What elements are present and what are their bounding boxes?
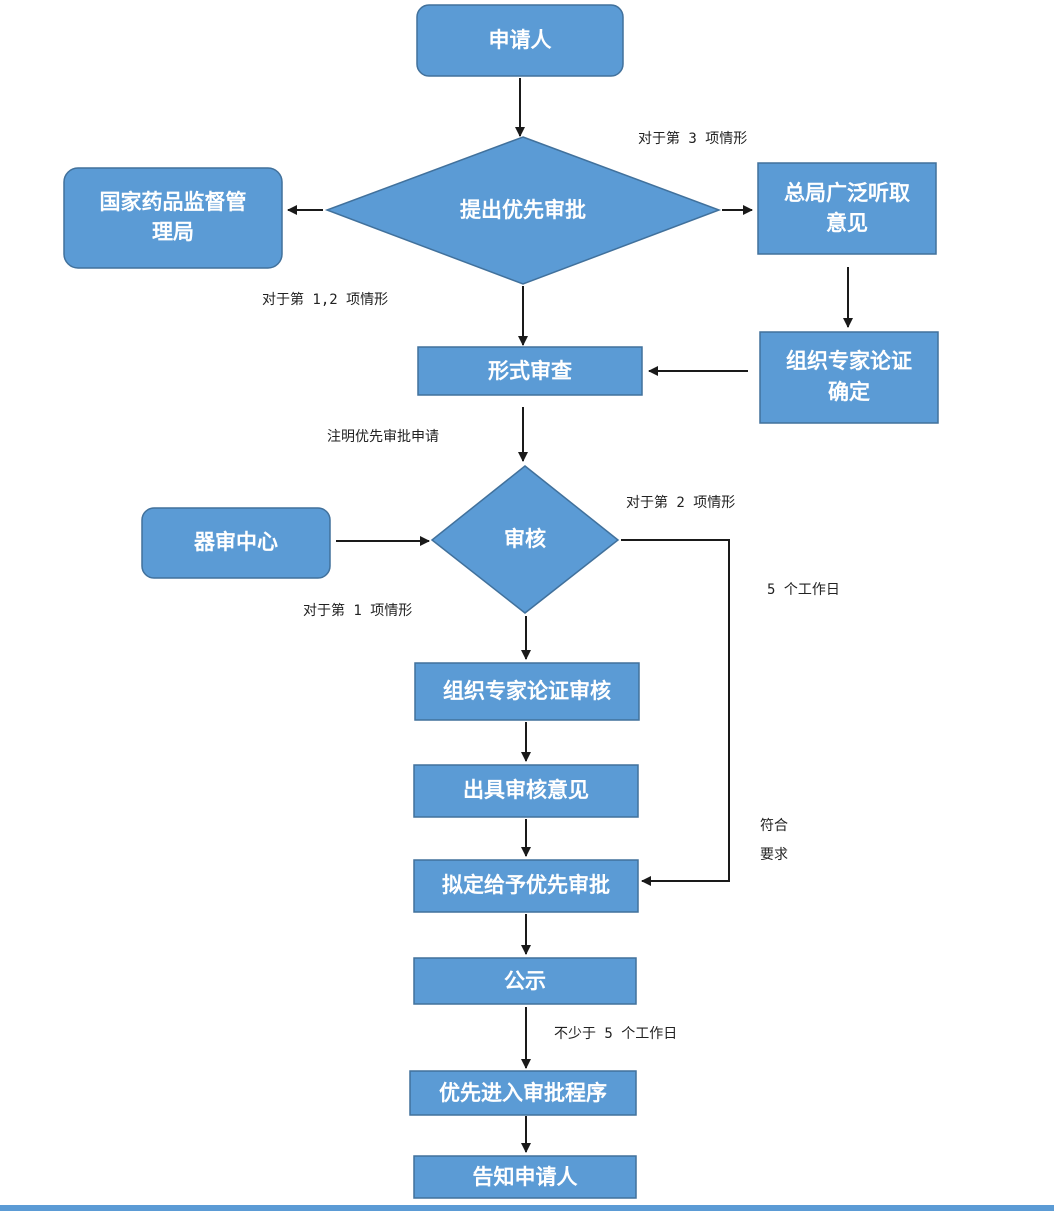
- node-expert-audit: 组织专家论证审核: [414, 662, 640, 721]
- edges: [287, 78, 853, 1153]
- node-formal-review-label: 形式审查: [488, 359, 572, 383]
- node-solicit-label-2: 意见: [826, 211, 868, 235]
- node-device-center: 器审中心: [141, 507, 331, 579]
- node-audit: 审核: [430, 465, 620, 614]
- note-mark: 注明优先审批申请: [327, 429, 439, 445]
- node-applicant-label: 申请人: [489, 28, 552, 52]
- node-propose-label: 拟定给予优先审批: [442, 873, 610, 897]
- node-enter: 优先进入审批程序: [409, 1070, 637, 1116]
- node-notify: 告知申请人: [413, 1155, 637, 1199]
- node-propose: 拟定给予优先审批: [413, 859, 639, 913]
- node-enter-label: 优先进入审批程序: [439, 1081, 607, 1105]
- node-expert-confirm: 组织专家论证 确定: [759, 331, 939, 424]
- node-nmpa-label-1: 国家药品监督管: [100, 190, 247, 214]
- note-meets-1: 符合: [760, 818, 788, 834]
- node-opinion-label: 出具审核意见: [463, 778, 589, 802]
- node-opinion: 出具审核意见: [413, 764, 639, 818]
- node-notify-label: 告知申请人: [473, 1165, 578, 1189]
- node-solicit: 总局广泛听取 意见: [757, 162, 937, 255]
- node-publicize: 公示: [413, 957, 637, 1005]
- note-atleast: 不少于 5 个工作日: [554, 1026, 677, 1042]
- node-nmpa-label-2: 理局: [152, 220, 194, 244]
- node-expert-confirm-label-2: 确定: [828, 380, 870, 404]
- node-submit-label: 提出优先审批: [460, 198, 586, 222]
- edge-audit-propose: [621, 539, 730, 886]
- node-device-center-label: 器审中心: [193, 530, 278, 554]
- node-solicit-label-1: 总局广泛听取: [784, 181, 910, 205]
- bottom-border-bar: [0, 1205, 1054, 1211]
- node-expert-confirm-label-1: 组织专家论证: [786, 349, 912, 373]
- note-case12: 对于第 1,2 项情形: [262, 291, 388, 308]
- node-submit: 提出优先审批: [324, 136, 722, 285]
- node-expert-audit-label: 组织专家论证审核: [443, 679, 611, 703]
- node-publicize-label: 公示: [504, 969, 546, 993]
- node-audit-label: 审核: [504, 527, 546, 551]
- notes: 对于第 3 项情形 对于第 1,2 项情形 注明优先审批申请 对于第 2 项情形…: [262, 130, 840, 1042]
- note-case2: 对于第 2 项情形: [626, 494, 735, 511]
- node-formal-review: 形式审查: [417, 346, 643, 396]
- note-days5: 5 个工作日: [767, 582, 840, 598]
- note-case3: 对于第 3 项情形: [638, 130, 747, 147]
- node-applicant: 申请人: [416, 4, 624, 77]
- note-meets-2: 要求: [760, 847, 788, 863]
- node-nmpa: 国家药品监督管 理局: [63, 167, 283, 269]
- note-case1: 对于第 1 项情形: [303, 602, 412, 619]
